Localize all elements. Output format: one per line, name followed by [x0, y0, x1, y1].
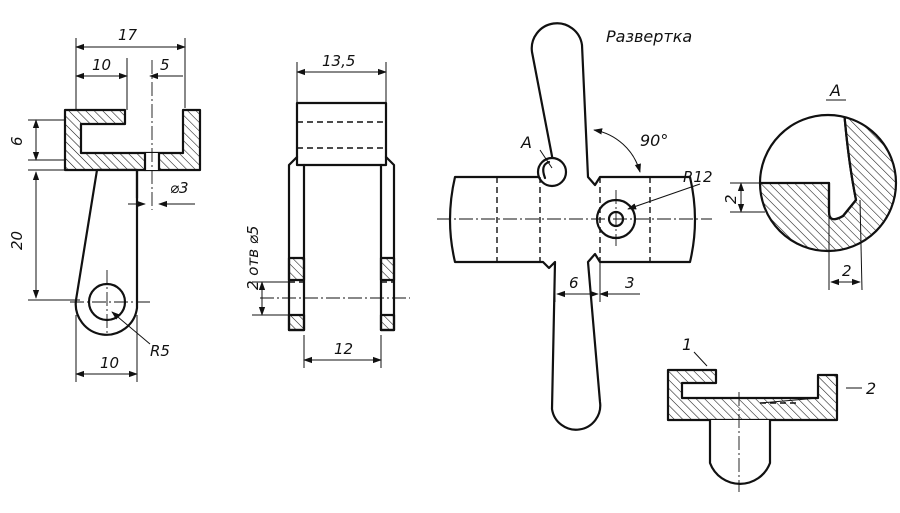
bend-angle: 90° — [640, 131, 668, 150]
section-mark: A — [520, 133, 532, 152]
detail-title: A — [829, 81, 841, 100]
dim-block-width: 13,5 — [322, 52, 355, 70]
part-label-1: 1 — [682, 335, 692, 354]
dim-detail-horizontal: 2 — [842, 262, 852, 280]
pattern-title: Развертка — [606, 27, 692, 46]
flat-pattern: Развертка A 90° R12 6 3 — [437, 22, 713, 431]
assembly-tab — [708, 420, 772, 485]
dim-radius: R5 — [150, 342, 170, 360]
side-view: 17 10 5 6 ⌀3 20 10 R5 — [8, 26, 202, 382]
dim-channel-height: 6 — [8, 136, 26, 146]
front-view: 13,5 2 отв ⌀5 12 — [244, 52, 410, 368]
arm-outline — [74, 168, 139, 336]
channel-section — [63, 108, 202, 172]
dim-inner-width: 10 — [92, 56, 111, 74]
dim-slot-b: 3 — [625, 274, 635, 292]
part-label-2: 2 — [866, 379, 876, 398]
pattern-outline — [448, 22, 697, 431]
assembly-section — [666, 368, 839, 422]
dim-holes: 2 отв ⌀5 — [244, 226, 262, 290]
top-block — [295, 101, 388, 167]
dim-hole-diameter: ⌀3 — [170, 179, 189, 197]
detail-view-a: A 2 2 — [722, 81, 898, 291]
dim-base-width: 10 — [100, 354, 119, 372]
bend-radius: R12 — [683, 168, 713, 186]
dim-detail-vertical: 2 — [722, 194, 740, 204]
dim-inner-gap: 12 — [334, 340, 353, 358]
dim-overall-width: 17 — [118, 26, 138, 44]
dim-slot-a: 6 — [569, 274, 579, 292]
dim-gap: 5 — [160, 56, 170, 74]
dim-arm-length: 20 — [8, 231, 26, 250]
assembly-view: 1 2 — [666, 335, 876, 492]
